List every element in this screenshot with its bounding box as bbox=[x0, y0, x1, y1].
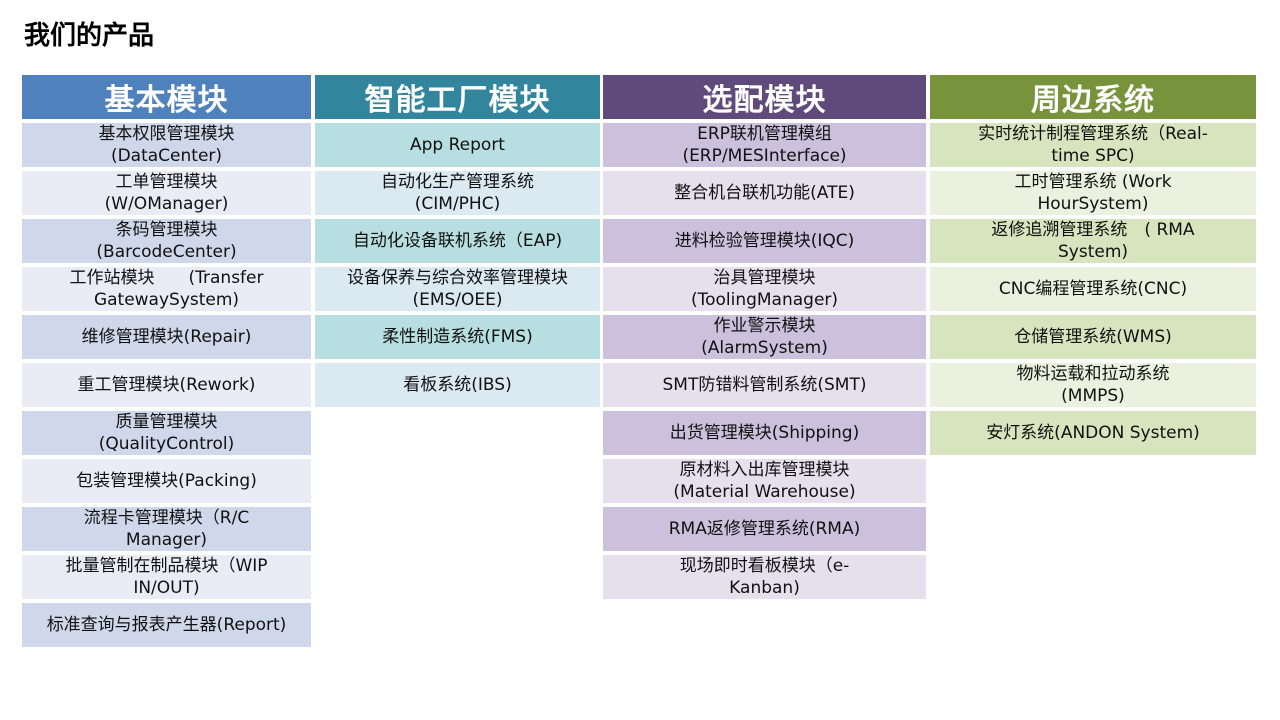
module-item: 自动化生产管理系统 (CIM/PHC) bbox=[315, 171, 600, 215]
column-header: 基本模块 bbox=[22, 75, 311, 119]
module-item: RMA返修管理系统(RMA) bbox=[603, 507, 926, 551]
module-item: 设备保养与综合效率管理模块 (EMS/OEE) bbox=[315, 267, 600, 311]
module-list: 基本权限管理模块 (DataCenter)工单管理模块 (W/OManager)… bbox=[22, 123, 311, 647]
module-item: 维修管理模块(Repair) bbox=[22, 315, 311, 359]
module-item: 物料运载和拉动系统 (MMPS) bbox=[930, 363, 1256, 407]
module-item: 原材料入出库管理模块 (Material Warehouse) bbox=[603, 459, 926, 503]
module-item: ERP联机管理模组 (ERP/MESInterface) bbox=[603, 123, 926, 167]
module-item: 进料检验管理模块(IQC) bbox=[603, 219, 926, 263]
column-basic-modules: 基本模块 基本权限管理模块 (DataCenter)工单管理模块 (W/OMan… bbox=[22, 75, 311, 651]
page-title: 我们的产品 bbox=[24, 21, 155, 51]
column-header: 周边系统 bbox=[930, 75, 1256, 119]
module-item: 重工管理模块(Rework) bbox=[22, 363, 311, 407]
module-item: 基本权限管理模块 (DataCenter) bbox=[22, 123, 311, 167]
module-list: ERP联机管理模组 (ERP/MESInterface)整合机台联机功能(ATE… bbox=[603, 123, 926, 599]
module-item: CNC编程管理系统(CNC) bbox=[930, 267, 1256, 311]
module-item: 看板系统(IBS) bbox=[315, 363, 600, 407]
module-item: 治具管理模块 (ToolingManager) bbox=[603, 267, 926, 311]
module-item: 工时管理系统 (Work HourSystem) bbox=[930, 171, 1256, 215]
module-item: 标准查询与报表产生器(Report) bbox=[22, 603, 311, 647]
module-item: 返修追溯管理系统 ( RMA System) bbox=[930, 219, 1256, 263]
module-item: 实时统计制程管理系统（Real- time SPC) bbox=[930, 123, 1256, 167]
module-item: 质量管理模块 (QualityControl) bbox=[22, 411, 311, 455]
module-item: SMT防错料管制系统(SMT) bbox=[603, 363, 926, 407]
module-item: 批量管制在制品模块（WIP IN/OUT) bbox=[22, 555, 311, 599]
module-item: 现场即时看板模块（e- Kanban) bbox=[603, 555, 926, 599]
module-item: App Report bbox=[315, 123, 600, 167]
module-item: 仓储管理系统(WMS) bbox=[930, 315, 1256, 359]
module-item: 作业警示模块 (AlarmSystem) bbox=[603, 315, 926, 359]
column-header: 智能工厂模块 bbox=[315, 75, 600, 119]
module-item: 条码管理模块 (BarcodeCenter) bbox=[22, 219, 311, 263]
module-item: 安灯系统(ANDON System) bbox=[930, 411, 1256, 455]
module-item: 工作站模块 (Transfer GatewaySystem) bbox=[22, 267, 311, 311]
column-peripheral-systems: 周边系统 实时统计制程管理系统（Real- time SPC)工时管理系统 (W… bbox=[930, 75, 1256, 459]
module-item: 包装管理模块(Packing) bbox=[22, 459, 311, 503]
column-header: 选配模块 bbox=[603, 75, 926, 119]
module-item: 自动化设备联机系统（EAP) bbox=[315, 219, 600, 263]
module-list: 实时统计制程管理系统（Real- time SPC)工时管理系统 (Work H… bbox=[930, 123, 1256, 455]
module-item: 工单管理模块 (W/OManager) bbox=[22, 171, 311, 215]
module-item: 整合机台联机功能(ATE) bbox=[603, 171, 926, 215]
column-optional-modules: 选配模块 ERP联机管理模组 (ERP/MESInterface)整合机台联机功… bbox=[603, 75, 926, 603]
module-item: 出货管理模块(Shipping) bbox=[603, 411, 926, 455]
module-item: 柔性制造系统(FMS) bbox=[315, 315, 600, 359]
module-item: 流程卡管理模块（R/C Manager) bbox=[22, 507, 311, 551]
